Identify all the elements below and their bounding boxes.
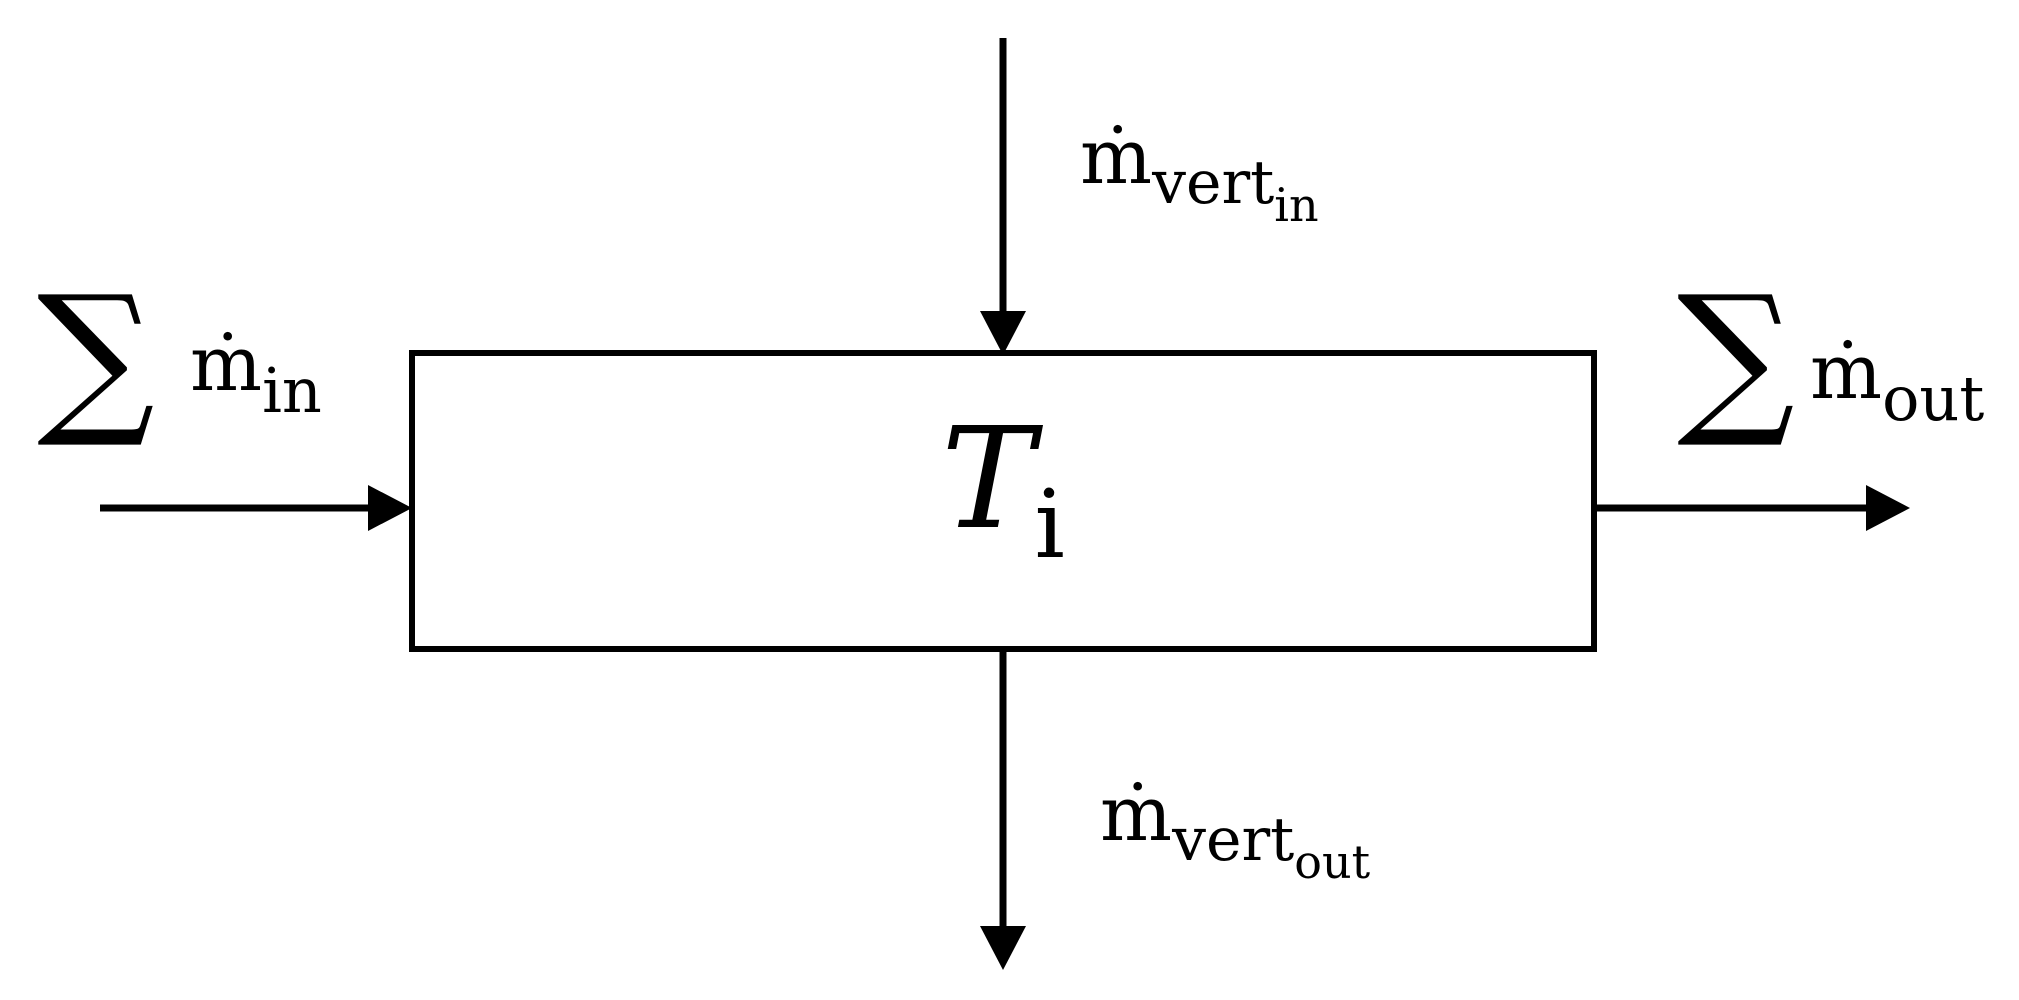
vertical-inflow-arrow: [980, 38, 1026, 355]
vertical-outflow-main: ṁ: [1100, 769, 1173, 858]
sum-outflow-sigma-icon: ∑: [1677, 260, 1795, 452]
mass-inflow-arrow: [100, 485, 412, 531]
arrow-head: [368, 485, 412, 531]
mass-inflow-subscript: in: [262, 354, 322, 427]
node-temperature-label: Ti: [412, 353, 1594, 649]
mass-outflow-label: ṁout: [1810, 332, 1985, 436]
mass-inflow-main: ṁ: [190, 319, 263, 408]
node-temperature-subscript: i: [1034, 470, 1065, 580]
node-temperature-line: Ti: [941, 410, 1065, 592]
vertical-outflow-nested-subscript: out: [1294, 835, 1371, 889]
vertical-outflow-label: ṁvertout: [1100, 774, 1370, 890]
control-volume-box: [409, 350, 1597, 652]
mass-outflow-main: ṁ: [1810, 327, 1883, 416]
mass-outflow-subscript: out: [1882, 362, 1985, 435]
mass-outflow-arrow: [1596, 485, 1910, 531]
arrow-head: [1866, 485, 1910, 531]
arrow-head: [980, 311, 1026, 355]
vertical-inflow-nested-subscript: in: [1274, 178, 1319, 232]
vertical-inflow-label: ṁvertin: [1080, 117, 1319, 233]
vertical-outflow-arrow: [980, 651, 1026, 970]
vertical-inflow-subscript: vert: [1152, 148, 1275, 218]
vertical-inflow-main: ṁ: [1080, 112, 1153, 201]
mass-inflow-label: ṁin: [190, 324, 322, 428]
arrow-head: [980, 926, 1026, 970]
node-temperature-main: T: [941, 398, 1035, 561]
sum-inflow-sigma-icon: ∑: [37, 260, 155, 452]
vertical-outflow-subscript: vert: [1172, 805, 1295, 875]
